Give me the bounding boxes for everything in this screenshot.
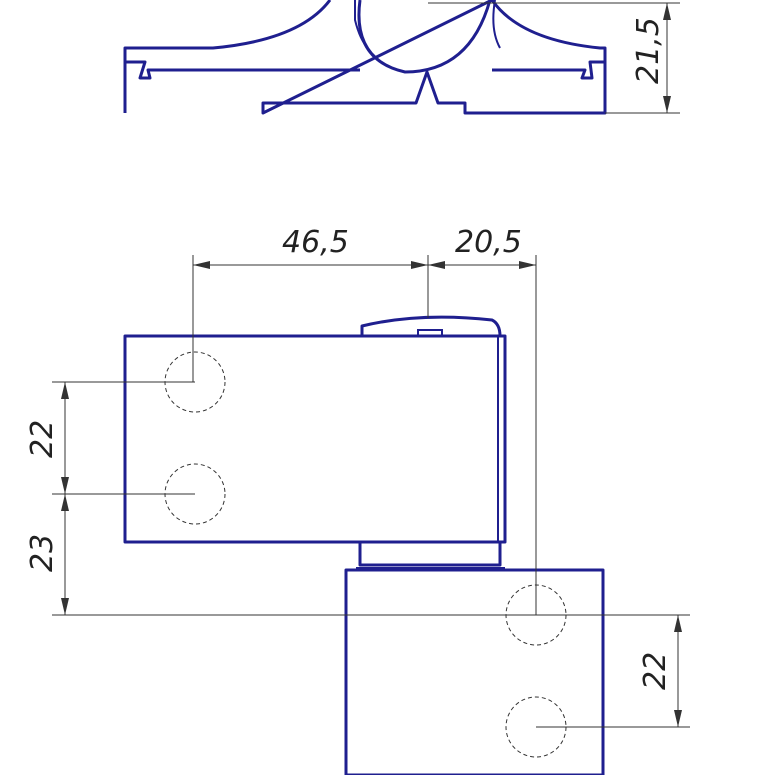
top-view-base-outline	[123, 0, 607, 115]
dim-22l-arrow-bottom	[61, 477, 69, 494]
dim-23-arrow-top	[61, 494, 69, 511]
top-dim-arrow-down	[663, 96, 671, 113]
dim-20-arrow-left	[428, 261, 445, 269]
dim-20-label: 20,5	[455, 225, 522, 260]
top-view-knuckle-inner-right	[492, 0, 501, 49]
dim-23-label: 23	[25, 534, 60, 572]
dim-20-arrow-right	[519, 261, 536, 269]
dim-23-arrow-bottom	[61, 598, 69, 615]
dim-22r-arrow-bottom	[674, 710, 682, 727]
upper-leaf	[123, 334, 507, 544]
dim-46-label: 46,5	[282, 225, 349, 260]
top-dim-arrow-up	[663, 3, 671, 20]
dim-46-arrow-right	[411, 261, 428, 269]
top-dim-label: 21,5	[631, 17, 666, 84]
dim-22r-arrow-top	[674, 615, 682, 632]
dim-22-left-label: 22	[25, 420, 60, 458]
lower-leaf	[344, 568, 605, 775]
top-view-left-groove	[125, 60, 360, 80]
top-view-knuckle	[357, 0, 492, 74]
dim-22l-arrow-top	[61, 382, 69, 399]
dim-22-right-label: 22	[638, 652, 673, 690]
pin-cap	[360, 315, 502, 337]
knuckle-sleeve	[358, 542, 502, 567]
front-view: 46,5 20,5 22 23 22	[25, 225, 690, 775]
top-view-right-groove	[492, 60, 605, 80]
pin-cap-notch	[417, 329, 443, 337]
top-view-knuckle-inner-left	[354, 0, 369, 49]
dim-46-arrow-left	[193, 261, 210, 269]
top-view: 21,5	[123, 0, 680, 115]
